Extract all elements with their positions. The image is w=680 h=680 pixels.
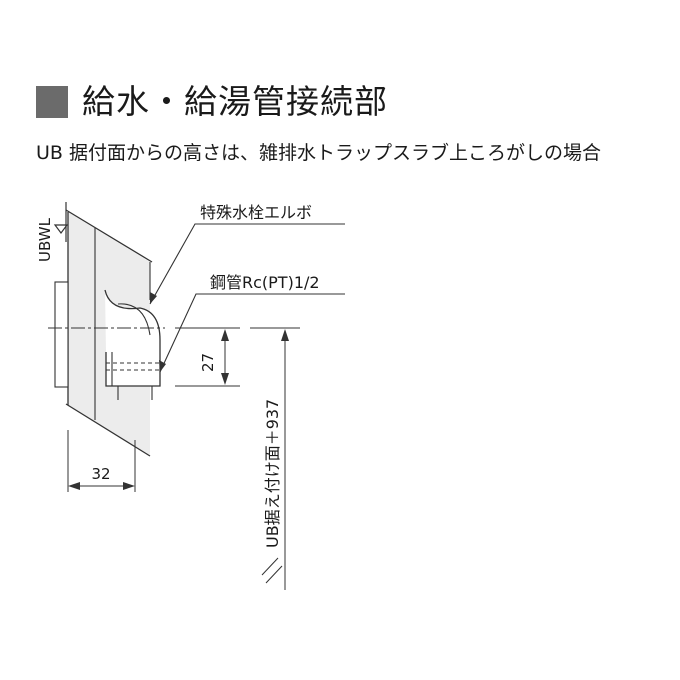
elbow-inner-curve [117,303,151,336]
ubwl-triangle-icon [53,224,69,234]
dim27-arrow-top [221,329,229,341]
height-label: UB据え付け面＋937 [263,399,282,548]
break-mark-2 [265,565,283,584]
elbow-leader-arrow [150,292,157,304]
wall-bottom-edge [65,403,151,457]
pipe-leader-arrow [159,360,166,372]
ubwl-label: UBWL [36,217,54,262]
flange-plate [54,281,69,388]
pipe-leader-line [159,293,345,373]
dim27-label: 27 [199,353,217,372]
wall-top-edge [65,209,153,263]
section-header: 給水・給湯管接続部 [36,82,388,122]
break-mark-1 [261,557,279,576]
dim32-arrow-left [68,482,80,490]
section-square-icon [36,86,68,118]
dim32-label: 32 [91,465,110,483]
dim27-arrow-bottom [221,373,229,385]
dim32-arrow-right [123,482,135,490]
elbow-body [104,289,161,387]
pipe-label: 鋼管Rc(PT)1/2 [210,273,320,292]
elbow-label: 特殊水栓エルボ [200,203,312,222]
elbow-leader-line [149,223,345,305]
section-title: 給水・給湯管接続部 [82,82,388,121]
subtitle: UB 据付面からの高さは、雑排水トラップスラブ上ころがしの場合 [36,142,601,164]
height-arrow [281,329,289,341]
